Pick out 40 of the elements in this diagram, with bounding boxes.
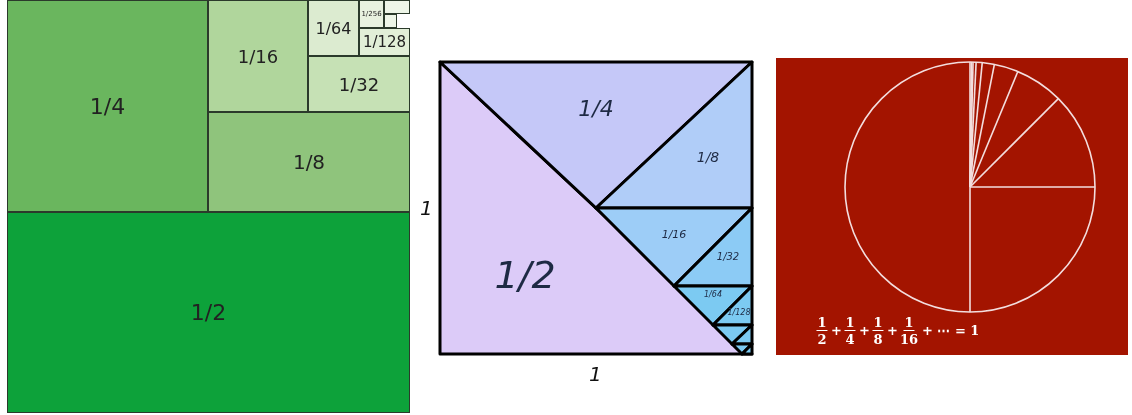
fraction-label: 1/2	[494, 253, 556, 297]
side-length-label: 1	[589, 362, 602, 386]
fraction-numerator: 1	[816, 315, 828, 331]
fraction-label: 1/128	[362, 33, 407, 51]
formula-operator: +	[859, 323, 870, 338]
fraction-label: 1/16	[237, 45, 279, 67]
fraction-label: 1/4	[89, 93, 126, 119]
formula-operator: +	[887, 323, 898, 338]
fraction-rectangle	[308, 0, 359, 56]
triangle-region	[742, 344, 752, 354]
fraction-label: 1/32	[338, 73, 380, 95]
fraction-label: 1/64	[704, 289, 722, 299]
fraction-label: 1/8	[696, 149, 720, 165]
fraction-rectangle	[308, 56, 410, 112]
triangle-region	[440, 62, 752, 208]
fraction-label: 1/8	[292, 150, 326, 174]
fraction-denominator: 4	[845, 332, 855, 347]
formula-operator: +	[831, 323, 842, 338]
fraction-numerator: 1	[844, 315, 856, 331]
fraction-denominator: 2	[817, 332, 827, 347]
fraction-label: 1/16	[661, 227, 687, 241]
fraction-rectangle	[359, 28, 410, 56]
fraction-label: 1/64	[315, 18, 352, 38]
fraction-label: 1/2	[190, 300, 227, 325]
fraction-rectangle	[384, 0, 410, 14]
fraction-label: 1/4	[578, 95, 614, 121]
fraction-rectangle	[359, 0, 384, 28]
fraction-rectangle	[7, 0, 208, 212]
fraction-rectangle	[208, 0, 308, 112]
fraction-denominator: 8	[873, 332, 883, 347]
fraction-rectangle	[384, 14, 397, 28]
formula-operator: + ⋯ = 1	[922, 323, 980, 338]
fraction-numerator: 1	[872, 315, 884, 331]
side-length-label: 1	[420, 196, 433, 220]
fraction-rectangle	[7, 212, 410, 413]
fraction-rectangle	[208, 112, 410, 212]
fraction-label: 1/32	[716, 250, 740, 262]
fraction-denominator: 16	[899, 332, 919, 347]
triangle-region	[596, 208, 752, 286]
fraction-numerator: 1	[903, 315, 915, 331]
